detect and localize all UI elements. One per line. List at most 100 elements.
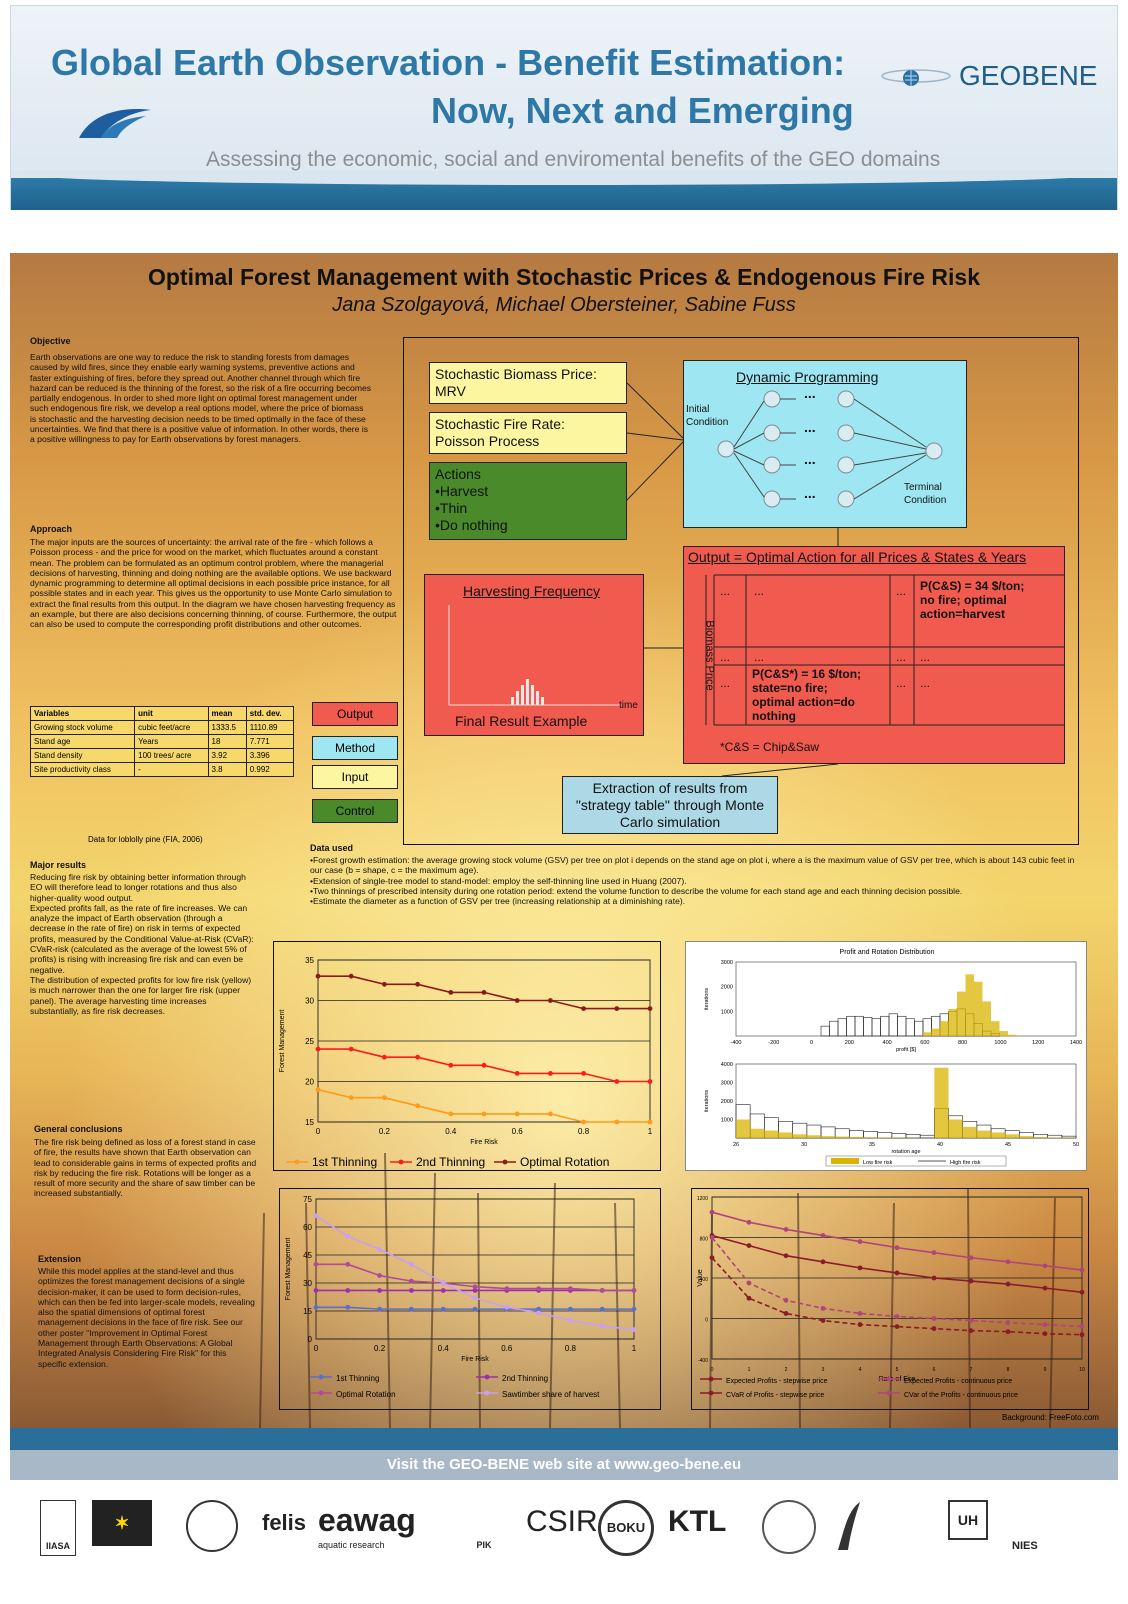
legend-label: Optimal Rotation [520,1155,609,1169]
extension-text: While this model applies at the stand-le… [38,1266,255,1369]
university-seal-icon [186,1500,238,1552]
dynamic-programming-box: Dynamic Programming Initial Condition Te… [683,360,967,528]
major-results-heading: Major results [30,860,87,870]
x-tick-label: 35 [869,1142,875,1148]
table-cell: Site productivity class [29,762,136,777]
data-point [348,1046,354,1052]
x-tick-label: 1 [632,1344,637,1353]
data-point [536,1286,541,1291]
table-cell: 0.992 [245,762,295,777]
histogram-bar-high [863,1017,873,1037]
boku-logo: BOKU [598,1500,654,1556]
data-point [783,1227,789,1232]
data-point [1079,1289,1085,1295]
chart-profits-cvar: -40004008001200012345678910Rate of FireV… [691,1188,1089,1410]
footer-visit: Visit the GEO-BENE web site at www.geo-b… [10,1450,1118,1480]
general-conclusions-text: The fire risk being defined as loss of a… [34,1137,257,1199]
data-point [1005,1329,1011,1335]
table-cell: 3.396 [245,748,295,763]
histogram-bar-low [923,1032,932,1036]
geobene-logo: GEOBENE [959,60,1097,92]
data-point [647,1079,653,1084]
data-point [857,1265,863,1271]
header-band-curve [11,171,1117,185]
output-cell-ellipsis: ... [896,676,907,690]
y-tick-label: 25 [305,1037,314,1046]
histogram-bar-low [991,1021,1000,1036]
y-tick-label: 1000 [721,1118,733,1124]
legend-label: 1st Thinning [336,1374,379,1383]
x-tick-label: 1 [748,1367,751,1373]
histogram-bar-high [820,1025,830,1037]
histogram-bar-low [750,1128,765,1138]
histogram-bar-low [778,1132,793,1138]
y-tick-label: 45 [303,1251,312,1260]
data-point [440,1280,446,1286]
data-point [614,1119,620,1125]
data-point [1079,1267,1085,1273]
final-result-label: Final Result Example [455,713,588,729]
table-cell: Stand density [29,748,136,763]
table-cell: 1110.89 [245,720,295,735]
data-point [894,1324,900,1329]
x-axis-label: profit [$] [896,1047,916,1053]
data-point [481,1062,487,1068]
legend-label: Expected Profits - continuous price [904,1378,1012,1385]
table-header-row: Variables unit mean std. dev. [29,706,295,721]
data-point [568,1317,573,1323]
data-point [348,973,354,979]
series-line [711,1257,1083,1336]
method-diagram: Stochastic Biomass Price: MRV Stochastic… [403,337,1079,845]
data-point [746,1295,752,1301]
uh-logo: UH [948,1500,988,1540]
histogram-bar-low [948,1008,957,1036]
data-point [440,1288,446,1293]
data-point [931,1316,937,1321]
y-tick-label: 1200 [697,1196,708,1202]
histogram-bar-high [877,1132,893,1139]
output-cell-ellipsis: ... [896,584,907,598]
header-title-line1: Global Earth Observation - Benefit Estim… [51,42,846,83]
harvest-histogram-icon [448,605,621,706]
histogram-bar-high [914,1020,924,1037]
data-point [504,1286,510,1291]
x-tick-label: 0.6 [512,1127,524,1136]
poster-authors: Jana Szolgayová, Michael Obersteiner, Sa… [332,294,796,316]
y-axis-label: Forest Management [285,1238,292,1301]
legend-control: Control [312,799,398,823]
data-point [472,1306,478,1312]
data-point [548,1071,553,1076]
histogram-bar-low [792,1134,807,1138]
output-grid-icon [705,574,1064,726]
histogram-bar-high [837,1018,847,1037]
dp-ellipsis: ... [804,485,816,501]
legend-method: Method [312,736,398,760]
partner-logos [10,1480,1118,1600]
data-point [472,1295,478,1301]
data-point [568,1306,573,1312]
objective-text: Earth observations are one way to reduce… [30,352,372,445]
legend-label: CVaR of Profits - stepwise price [726,1392,824,1399]
histogram-bar-low [863,1137,878,1138]
output-cell-ellipsis: ... [720,650,731,664]
histogram-bar-low [999,1031,1008,1036]
histogram-bar-high [854,1015,864,1037]
x-tick-label: 50 [1073,1142,1079,1148]
output-footnote: *C&S = Chip&Saw [720,740,820,754]
data-point [1079,1332,1085,1338]
data-point [313,1213,319,1219]
x-tick-label: 5 [896,1367,899,1373]
footer-band [10,1428,1118,1450]
x-tick-label: 26 [733,1142,739,1148]
data-point [409,1288,414,1293]
initial-condition-label: Initial Condition [686,404,729,428]
histogram-bar-low [957,991,966,1036]
histogram-bar-high [863,1131,878,1139]
table-header-cell: Variables [29,706,136,721]
y-tick-label: 60 [303,1223,312,1232]
y-axis-label: Value [697,1269,704,1286]
data-point [1005,1281,1011,1287]
output-cell-harvest: P(C&S) = 34 $/ton; no fire; optimal acti… [920,579,1025,621]
legend-marker [708,1390,714,1396]
legend-input: Input [312,765,398,789]
